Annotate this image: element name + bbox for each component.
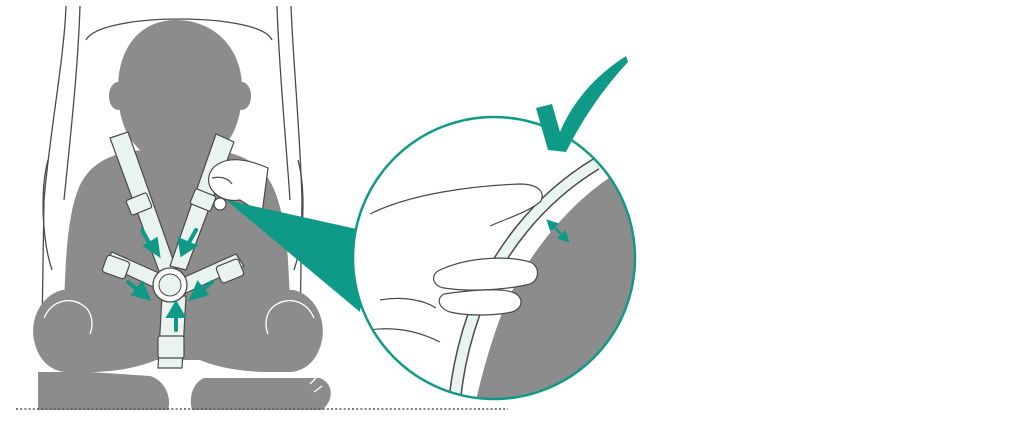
child-foot-right	[190, 378, 331, 410]
arrow-icon	[165, 300, 187, 332]
seat-headrest-curve	[85, 18, 273, 41]
arrow-icon	[188, 280, 214, 302]
zoom-detail	[351, 115, 637, 401]
child-head	[118, 20, 242, 156]
zoom-finger-1	[433, 257, 539, 291]
buckle-inner	[158, 273, 182, 297]
chest-adjuster-left	[125, 192, 153, 216]
zoom-connector	[226, 200, 370, 312]
buckle-tongue	[157, 335, 185, 359]
seat-outline-right	[290, 5, 303, 331]
seat-outline-inner-left	[63, 5, 81, 201]
seat-side-bolster-left	[42, 159, 53, 271]
harness-buckle	[152, 267, 188, 303]
zoom-fingers	[369, 183, 543, 343]
zoom-finger-2	[438, 289, 522, 316]
arrow-icon	[140, 228, 161, 259]
hip-pad-right	[215, 258, 245, 284]
arrow-icon	[126, 280, 152, 302]
seat-outline-left	[41, 5, 67, 331]
car-seat	[41, 5, 304, 331]
zoom-finger-3	[379, 297, 437, 309]
child-hands	[43, 300, 323, 393]
child-ear-right	[233, 82, 251, 110]
adult-hand	[208, 159, 269, 216]
child-hand-right	[265, 300, 315, 335]
seat-side-bolster-right	[293, 159, 304, 271]
arrow-icon	[177, 228, 199, 258]
child-hand-left	[43, 300, 93, 335]
child-foot-left	[38, 372, 170, 410]
adult-finger	[211, 176, 233, 185]
tighten-arrows	[126, 228, 214, 332]
checkmark-icon	[536, 56, 628, 152]
zoom-wrist	[369, 328, 441, 343]
zoom-hand-back	[369, 183, 543, 227]
chest-adjuster-right	[189, 188, 217, 212]
adult-hand-shape	[208, 159, 269, 216]
child-ear-left	[109, 82, 127, 110]
double-arrow-icon	[546, 219, 570, 243]
seat-outline-inner-right	[276, 5, 291, 201]
child-toes-right	[309, 377, 323, 393]
zoom-circle-border	[351, 115, 637, 401]
hip-pad-left	[101, 254, 131, 280]
adult-thumb	[213, 197, 227, 211]
